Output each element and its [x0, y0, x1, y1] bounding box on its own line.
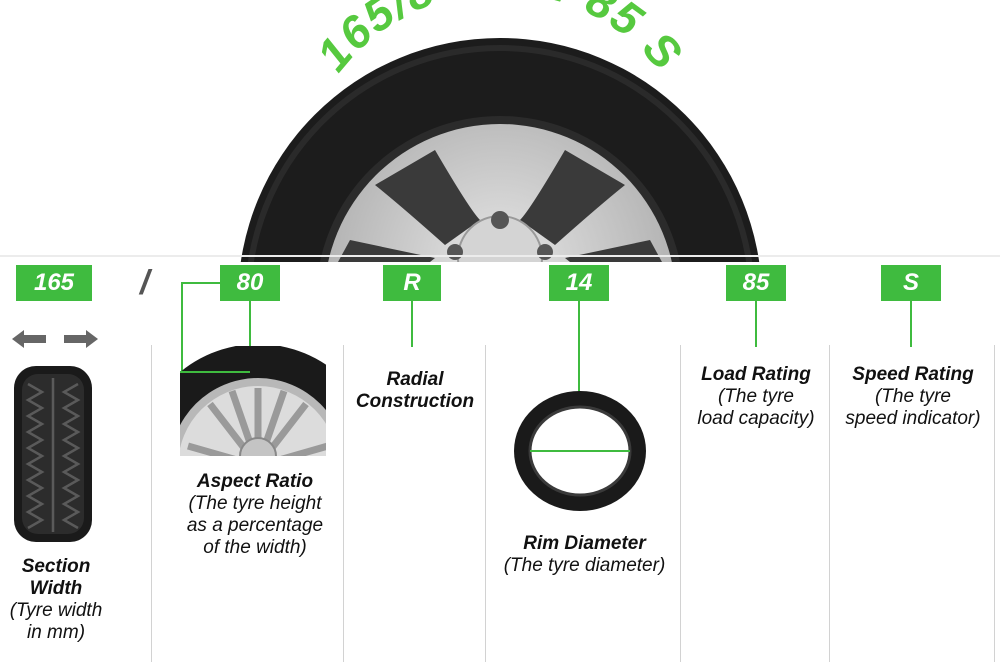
badge-construction: R [383, 265, 441, 301]
column-divider [151, 345, 152, 662]
aspect-connector-h [181, 282, 220, 284]
speed-rating-label: Speed Rating (The tyre speed indicator) [845, 364, 981, 429]
section-width-label: Section Width (Tyre width in mm) [9, 556, 103, 643]
radial-construction-label: Radial Construction [355, 369, 475, 412]
aspect-ratio-label: Aspect Ratio (The tyre height as a perce… [186, 471, 324, 558]
separator-slash: / [140, 264, 150, 302]
aspect-connector-badge [249, 301, 251, 387]
rim-diameter-label: Rim Diameter (The tyre diameter) [503, 533, 666, 576]
load-connector [755, 301, 757, 347]
hero-tyre-illustration: 165/80 R14 85 S [240, 0, 760, 262]
load-rating-label: Load Rating (The tyre load capacity) [697, 364, 815, 429]
badge-width: 165 [16, 265, 92, 301]
rim-wheel [328, 124, 672, 262]
baseline-divider [0, 255, 1000, 257]
badge-aspect: 80 [220, 265, 280, 301]
speed-connector [910, 301, 912, 347]
width-arrows-icon [12, 330, 98, 348]
aspect-connector-v [181, 282, 183, 372]
column-divider [994, 345, 995, 662]
construction-connector [411, 301, 413, 347]
tread-tyre-icon [14, 366, 92, 542]
rim-diameter-tyre-icon [514, 391, 646, 511]
badge-rim: 14 [549, 265, 609, 301]
column-divider [343, 345, 344, 662]
column-divider [680, 345, 681, 662]
rim-connector [578, 301, 580, 451]
column-divider [829, 345, 830, 662]
badge-load: 85 [726, 265, 786, 301]
aspect-wheel-icon [180, 346, 326, 456]
badge-speed: S [881, 265, 941, 301]
column-divider [485, 345, 486, 662]
